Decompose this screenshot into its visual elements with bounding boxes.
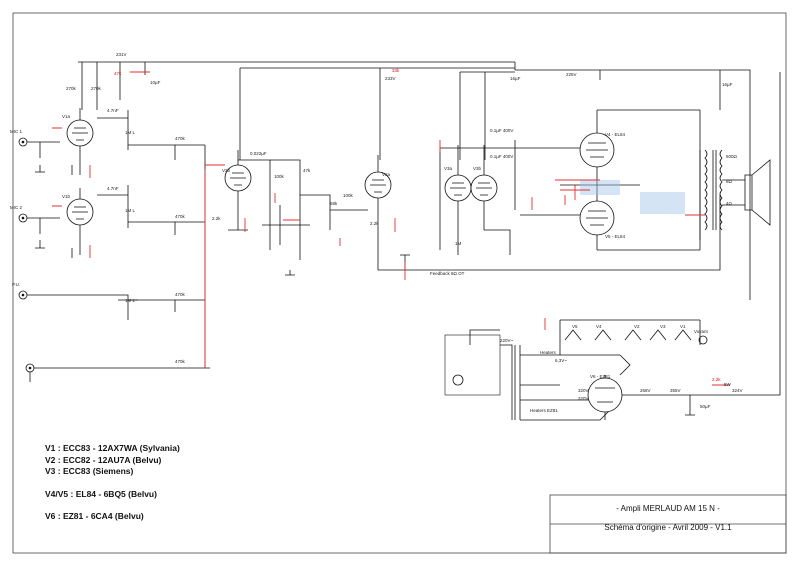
svg-text:2.2k: 2.2k — [712, 377, 721, 382]
input-label-mic1: MIC 1 — [10, 129, 22, 134]
speaker-icon — [722, 159, 771, 226]
tube-v1b: V1b — [62, 188, 94, 226]
svg-text:16µF: 16µF — [510, 76, 521, 81]
svg-text:V4: V4 — [596, 324, 602, 329]
tube-list-v6: V6 : EZ81 - 6CA4 (Belvu) — [45, 511, 144, 521]
svg-text:231V: 231V — [116, 52, 127, 57]
tube-v6: V6 - EZ81 268V 355V 324V — [587, 72, 781, 420]
svg-text:10µF: 10µF — [150, 80, 161, 85]
svg-text:V1: V1 — [680, 324, 686, 329]
svg-text:Heaters EZ81: Heaters EZ81 — [530, 408, 558, 413]
input-label-pu: P.U. — [12, 282, 20, 287]
svg-text:V1b: V1b — [62, 194, 71, 199]
sheet-border — [12, 12, 787, 554]
svg-text:0.1µF 400V: 0.1µF 400V — [490, 128, 513, 133]
tube-list: V1 : ECC83 - 12AX7WA (Sylvania) V2 : ECC… — [45, 443, 180, 521]
svg-text:4.7nF: 4.7nF — [107, 108, 119, 113]
svg-text:V1a: V1a — [62, 114, 71, 119]
input-mic1: MIC 1 — [10, 129, 60, 173]
svg-text:47k: 47k — [114, 71, 122, 76]
svg-text:V5: V5 — [572, 324, 578, 329]
svg-text:355V: 355V — [670, 388, 681, 393]
svg-text:V2b: V2b — [222, 168, 231, 173]
svg-text:1M L: 1M L — [125, 298, 136, 303]
tube-list-v1: V1 : ECC83 - 12AX7WA (Sylvania) — [45, 443, 180, 453]
preamp-coupling: 4.7nF 4.7nF 1M L 1M L 1M L 470k 470k 470… — [66, 52, 206, 368]
tube-v2a: V2a 2.2k — [360, 155, 392, 270]
svg-text:100k: 100k — [274, 174, 285, 179]
svg-text:2.2k: 2.2k — [370, 221, 379, 226]
svg-text:4.7nF: 4.7nF — [107, 186, 119, 191]
annotation-highlight — [580, 180, 620, 195]
svg-text:100k: 100k — [343, 193, 354, 198]
title-line-1: - Ampli MERLAUD AM 15 N - — [616, 504, 720, 513]
svg-text:500Ω: 500Ω — [726, 154, 738, 159]
tube-list-v2: V2 : ECC82 - 12AU7A (Belvu) — [45, 455, 162, 465]
svg-text:6,3V~: 6,3V~ — [555, 358, 567, 363]
output-transformer: 500Ω 8Ω 4Ω — [699, 149, 738, 240]
svg-text:V4 - EL84: V4 - EL84 — [605, 132, 626, 137]
tube-v4: V4 - EL84 — [579, 110, 626, 185]
svg-text:2.2k: 2.2k — [212, 216, 221, 221]
svg-text:470k: 470k — [175, 214, 186, 219]
tube-list-v3: V3 : ECC83 (Siemens) — [45, 466, 134, 476]
input-pu: P.U. — [12, 282, 138, 320]
tube-v5: V5 - EL84 — [579, 185, 626, 250]
tube-v2b: V2b 2.2k — [212, 150, 252, 231]
svg-text:320V~: 320V~ — [578, 388, 592, 393]
svg-text:1M: 1M — [455, 241, 462, 246]
tube-list-v45: V4/V5 : EL84 - 6BQ5 (Belvu) — [45, 489, 157, 499]
svg-text:V3a: V3a — [444, 166, 453, 171]
svg-text:68k: 68k — [330, 201, 338, 206]
svg-text:233V: 233V — [385, 76, 396, 81]
svg-text:8Ω: 8Ω — [726, 179, 733, 184]
svg-text:V5 - EL84: V5 - EL84 — [605, 234, 626, 239]
svg-text:47k: 47k — [303, 168, 311, 173]
svg-text:1M L: 1M L — [125, 208, 136, 213]
svg-text:V3: V3 — [660, 324, 666, 329]
svg-text:324V: 324V — [732, 388, 743, 393]
svg-text:220V~: 220V~ — [500, 338, 514, 343]
svg-text:V6 - EZ81: V6 - EZ81 — [590, 374, 611, 379]
svg-text:470k: 470k — [175, 359, 186, 364]
title-block: - Ampli MERLAUD AM 15 N - Schéma d'origi… — [549, 494, 787, 554]
svg-text:33k: 33k — [392, 68, 400, 73]
svg-text:V2: V2 — [634, 324, 640, 329]
input-label-mic2: MIC 2 — [10, 205, 22, 210]
svg-text:50µF: 50µF — [700, 404, 711, 409]
svg-text:1M L: 1M L — [125, 130, 136, 135]
annotation-highlight-2 — [640, 192, 685, 214]
svg-text:268V: 268V — [640, 388, 651, 393]
svg-text:Heaters: Heaters — [540, 350, 557, 355]
svg-text:5W: 5W — [724, 382, 732, 387]
svg-text:270k: 270k — [91, 86, 102, 91]
svg-text:16µF: 16µF — [722, 82, 733, 87]
input-bottom — [25, 363, 210, 382]
svg-text:4Ω: 4Ω — [726, 201, 733, 206]
tube-v1a: V1a — [62, 108, 94, 147]
svg-text:Feedback 8Ω OT: Feedback 8Ω OT — [430, 271, 465, 276]
tube-v3a: V3a — [444, 160, 472, 230]
svg-text:320V~: 320V~ — [578, 396, 592, 401]
svg-text:V3b: V3b — [473, 166, 482, 171]
svg-text:0.1µF 400V: 0.1µF 400V — [490, 154, 513, 159]
svg-text:V2a: V2a — [382, 172, 391, 177]
tube-v3b: V3b — [470, 160, 498, 230]
svg-text:470k: 470k — [175, 292, 186, 297]
ht-rail — [78, 61, 751, 300]
svg-text:470k: 470k — [175, 136, 186, 141]
svg-text:270k: 270k — [66, 86, 77, 91]
title-line-2: Schéma d'origine - Avril 2009 - V1.1 — [604, 523, 732, 532]
heater-string: V5 V4 V2 V3 V1 Voyant — [559, 319, 709, 355]
svg-text:225V: 225V — [566, 72, 577, 77]
svg-text:Voyant: Voyant — [694, 329, 709, 334]
power-supply: 220V~ Heaters 6,3V~ Heaters EZ81 320V~ 3… — [444, 329, 631, 421]
tone-network: 0.022µF 100k 47k 68k 100k 233V — [238, 76, 396, 276]
input-mic2: MIC 2 — [10, 205, 60, 249]
svg-text:0.022µF: 0.022µF — [250, 151, 267, 156]
